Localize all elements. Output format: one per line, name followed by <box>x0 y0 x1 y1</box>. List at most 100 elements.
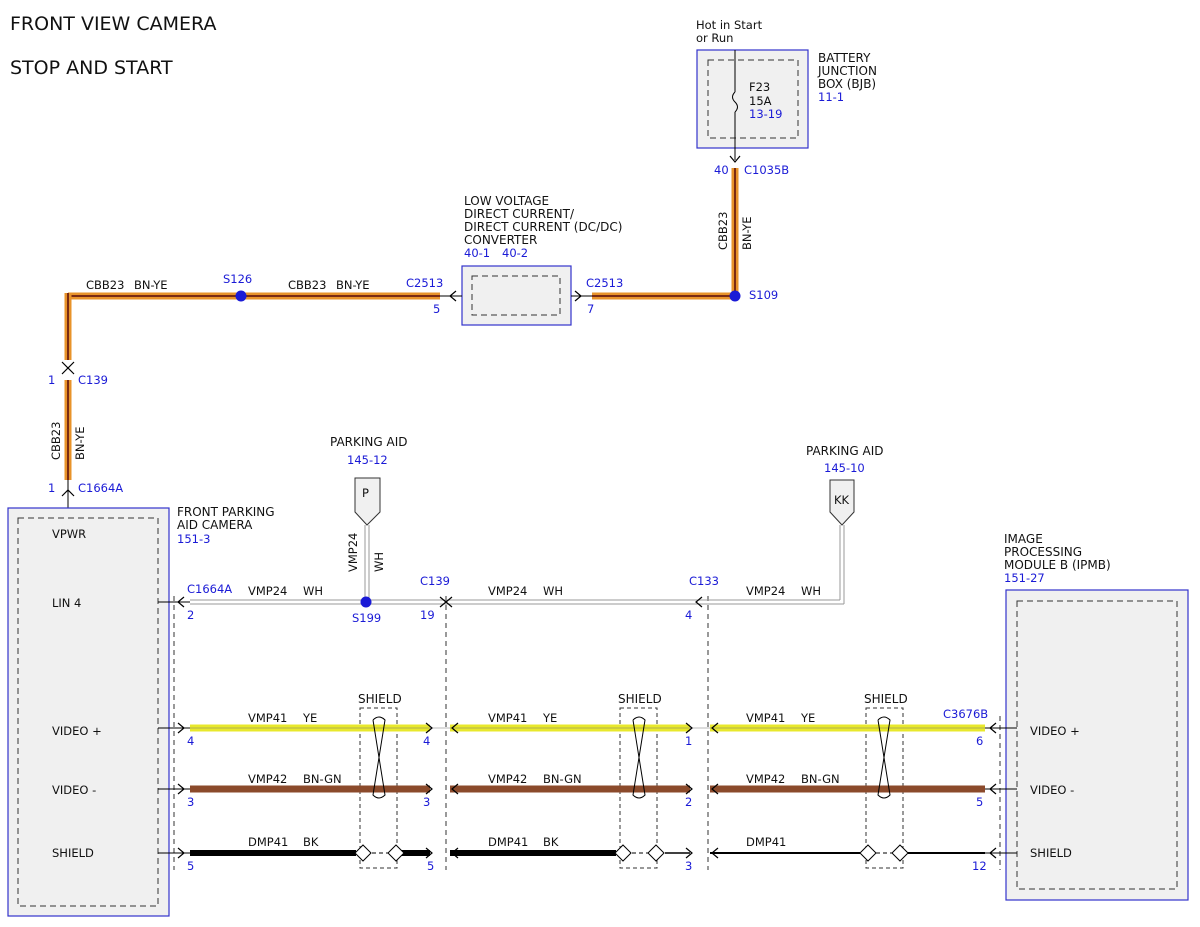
ipmb-ref: 151-27 <box>1004 571 1045 585</box>
vp-pin-4: 6 <box>976 734 983 748</box>
vp-circuit-2: VMP41 <box>488 711 527 725</box>
camera-pin-shield: SHIELD <box>52 846 94 860</box>
fuse-ref: 13-19 <box>749 107 782 121</box>
vp-color-1: YE <box>302 711 317 725</box>
vp-circuit-1: VMP41 <box>248 711 287 725</box>
camera-pin-video-minus: VIDEO - <box>52 783 96 797</box>
vm-circuit-3: VMP42 <box>746 772 785 786</box>
vp-pin-1: 4 <box>187 734 194 748</box>
s199-label: S199 <box>352 611 381 625</box>
c133-label: C133 <box>689 574 719 588</box>
dcdc-ref-2: 40-2 <box>502 246 528 260</box>
top-left-circuit: CBB23 <box>86 278 124 292</box>
dcdc-label-1: LOW VOLTAGE <box>464 194 549 208</box>
ipmb-pin-video-minus: VIDEO - <box>1030 783 1074 797</box>
c1664a-top-label: C1664A <box>78 481 123 495</box>
left-vert-color: BN-YE <box>73 426 87 460</box>
ipmb-label-2: PROCESSING <box>1004 545 1082 559</box>
sh-pin-4: 12 <box>972 859 987 873</box>
parking-aid-p-ref: 145-12 <box>347 453 388 467</box>
parking-aid-p-symbol: P <box>362 486 369 500</box>
hot-label-1: Hot in Start <box>696 18 763 32</box>
dcdc-in-pin: 7 <box>587 302 594 316</box>
sh-pin-3: 3 <box>685 859 692 873</box>
c139-mid-label: C139 <box>420 574 450 588</box>
vm-circuit-2: VMP42 <box>488 772 527 786</box>
dcdc-label-4: CONVERTER <box>464 233 537 247</box>
camera-label-2: AID CAMERA <box>177 518 253 532</box>
lin-wire-wh <box>158 599 844 605</box>
page-title: FRONT VIEW CAMERA <box>10 13 216 35</box>
ipmb-module: VIDEO + VIDEO - SHIELD <box>1005 589 1189 901</box>
fuse-name: F23 <box>749 80 770 94</box>
sh-color-2: BK <box>543 835 559 849</box>
parking-aid-kk: KK PARKING AID 145-10 <box>806 444 884 604</box>
dcdc-out-arrow <box>449 290 457 302</box>
bjb-label-3: BOX (BJB) <box>818 77 876 91</box>
lin-color-1: WH <box>303 584 323 598</box>
c139-pin: 1 <box>48 373 55 387</box>
lin-arrow-1 <box>177 596 185 608</box>
lin-circuit-3: VMP24 <box>746 584 785 598</box>
bjb-ref: 11-1 <box>818 90 844 104</box>
ipmb-label-3: MODULE B (IPMB) <box>1004 558 1111 572</box>
s109-label: S109 <box>749 288 778 302</box>
parking-aid-kk-symbol: KK <box>834 493 850 507</box>
c139-label: C139 <box>78 373 108 387</box>
shield-label-3: SHIELD <box>864 692 908 706</box>
dcdc-label-2: DIRECT CURRENT/ <box>464 207 575 221</box>
twist-symbols <box>372 716 891 799</box>
shield-label-2: SHIELD <box>618 692 662 706</box>
vp-circuit-3: VMP41 <box>746 711 785 725</box>
lin-arrow-3 <box>439 596 447 608</box>
shield-label-1: SHIELD <box>358 692 402 706</box>
camera-ref: 151-3 <box>177 532 210 546</box>
sh-circuit-1: DMP41 <box>248 835 288 849</box>
ipmb-pin-video-plus: VIDEO + <box>1030 724 1080 738</box>
parking-aid-p: P PARKING AID 145-12 VMP24 WH <box>330 435 408 601</box>
p-wire-circuit: VMP24 <box>346 533 360 572</box>
front-camera-module: VPWR LIN 4 VIDEO + VIDEO - SHIELD <box>7 507 170 917</box>
sh-circuit-2: DMP41 <box>488 835 528 849</box>
camera-pin-vpwr: VPWR <box>52 527 86 541</box>
vm-pin-2: 3 <box>423 795 430 809</box>
ipmb-pin-shield: SHIELD <box>1030 846 1072 860</box>
sh-pin-1: 5 <box>187 859 194 873</box>
c139-arrow-down <box>61 361 75 369</box>
dcdc-in-arrow <box>574 290 582 302</box>
fuse-icon <box>732 91 738 113</box>
vm-pin-3: 2 <box>685 795 692 809</box>
dcdc-out-connector: C2513 <box>406 276 443 290</box>
dcdc-ref-1: 40-1 <box>464 246 490 260</box>
lin-arrow-4 <box>695 596 703 608</box>
vp-pin-2: 4 <box>423 734 430 748</box>
c139-arrow-up <box>61 367 75 375</box>
hot-label-2: or Run <box>696 31 733 45</box>
s126-label: S126 <box>223 272 252 286</box>
bjb-pin: 40 <box>714 163 729 177</box>
dcdc-label-3: DIRECT CURRENT (DC/DC) <box>464 220 622 234</box>
splice-s126 <box>235 290 247 302</box>
top-mid-circuit: CBB23 <box>288 278 326 292</box>
top-left-color: BN-YE <box>134 278 168 292</box>
c1664a-label: C1664A <box>187 582 232 596</box>
sh-pin-2: 5 <box>427 859 434 873</box>
vm-pin-1: 3 <box>187 795 194 809</box>
page-subtitle: STOP AND START <box>10 57 173 79</box>
dcdc-in-connector: C2513 <box>586 276 623 290</box>
camera-pin-video-plus: VIDEO + <box>52 724 102 738</box>
bjb-label-2: JUNCTION <box>817 64 877 78</box>
splice-s109 <box>729 290 741 302</box>
c3676b-label: C3676B <box>943 707 988 721</box>
vm-pin-4: 5 <box>976 795 983 809</box>
vp-color-3: YE <box>800 711 815 725</box>
top-mid-color: BN-YE <box>336 278 370 292</box>
vp-color-2: YE <box>542 711 557 725</box>
vm-color-2: BN-GN <box>543 772 582 786</box>
camera-label-1: FRONT PARKING <box>177 505 275 519</box>
sh-circuit-3: DMP41 <box>746 835 786 849</box>
shield-wire-bk <box>158 844 1017 862</box>
c1664a-pin: 1 <box>48 481 55 495</box>
lin-circuit-1: VMP24 <box>248 584 287 598</box>
